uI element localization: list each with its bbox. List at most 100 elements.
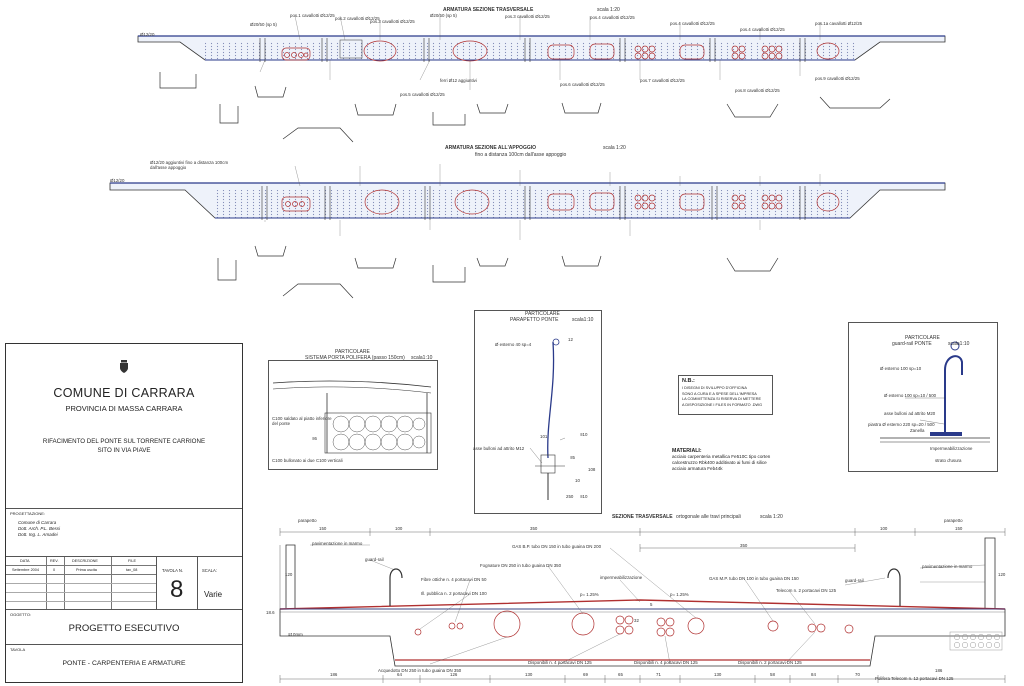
title-project2: SITO IN VIA PIAVE <box>97 447 151 454</box>
detail-parapetto-dim: 108 <box>588 467 596 472</box>
section-top-label: Ø20/50 (sp 5) <box>250 22 277 27</box>
detail-guardrail-title2: guard-rail PONTE <box>892 341 932 347</box>
dim-bottom: 69 <box>583 672 588 677</box>
bottom-label-right: guard-rail <box>845 578 864 583</box>
col-data: DATA <box>20 559 30 563</box>
materials-line: calcestruzzo Rbk400 additivato ai fumi d… <box>672 460 767 465</box>
bottom-label-left: guard-rail <box>365 557 384 562</box>
detail-parapetto-title1: PARTICOLARE <box>525 311 560 317</box>
val-file: tav_08 <box>126 568 138 572</box>
detail-parapetto-dim: 250 <box>566 494 574 499</box>
section-top-label: pos.8 cavallotti Ø12/25 <box>735 88 780 93</box>
nb-box: N.B.: I DISEGNI DI SVILUPPO D'OFFICINA S… <box>678 375 773 415</box>
revision-table: DATA REV. DESCRIZIONE FILE Settembre 200… <box>6 557 157 609</box>
detail-parapetto-frame <box>474 310 602 514</box>
nb-line: LA COMMITTENZA SI RISERVA DI METTERE <box>682 397 761 401</box>
section-top-title: ARMATURA SEZIONE TRASVERSALE <box>443 7 534 13</box>
bottom-label-left: parapetto <box>298 518 317 523</box>
scala-label: SCALA: <box>202 568 217 573</box>
dim-bottom: 126 <box>450 672 458 677</box>
section-bottom-drawing <box>279 528 1006 683</box>
title-project1: RIFACIMENTO DEL PONTE SUL TORRENTE CARRI… <box>42 438 206 445</box>
detail-guardrail-label: piastra Ø esterno 220 sp=20 / 500 <box>868 422 935 427</box>
dim-right: 120 <box>998 572 1006 577</box>
detail-guardrail-label: Impermeabilizzazione <box>930 446 973 451</box>
utility-bottom-label: Disponibili n. 4 portacavi DN 125 <box>634 660 698 665</box>
col-file: FILE <box>128 559 137 563</box>
materials-line: acciaio carpenteria metallica Fe510C tip… <box>672 454 771 459</box>
detail-parapetto-scale: scala1:10 <box>572 317 594 323</box>
tavola-title-label: TAVOLA <box>10 647 26 652</box>
section-support-scale: scala 1:20 <box>603 145 626 151</box>
progettazione-line: Dott. Ing. L. Amadei <box>18 532 58 537</box>
detail-parapetto-label2: asse bulloni ad attrito M12 <box>473 446 525 451</box>
section-bottom-subtitle: ortogonale alle travi principali <box>676 514 741 520</box>
detail-porta-title2: SISTEMA PORTA POLIFERA (passo 150cm) <box>305 355 405 361</box>
section-top-drawing <box>137 15 946 143</box>
utility-bottom-label: Disponibili n. 4 portacavi DN 125 <box>528 660 592 665</box>
section-top-label: pos.2 cavallotti Ø12/25 <box>335 16 380 21</box>
guardrail-drawing <box>880 341 990 443</box>
bottom-label-left: pavimentazione in marmo <box>312 541 363 546</box>
utility-label: impermeabilizzazione <box>600 575 643 580</box>
section-top-label: pos.4 cavallotti Ø12/25 <box>670 21 715 26</box>
section-top-label: pos.1a cavallotti Ø12/25 <box>815 21 863 26</box>
dim-bottom: 84 <box>811 672 816 677</box>
dim-top: 350 <box>530 526 538 531</box>
dim-left: 18.6 <box>266 610 275 615</box>
detail-guardrail-title1: PARTICOLARE <box>905 335 940 341</box>
title-province: PROVINCIA DI MASSA CARRARA <box>65 404 183 413</box>
thickness-label: ≡10mm <box>288 632 303 637</box>
detail-parapetto-dim: 12 <box>568 337 573 342</box>
parapetto-drawing <box>529 338 566 500</box>
tavola-label: TAVOLA N. <box>162 568 184 573</box>
section-top-label: Ø20/50 (sp 5) <box>430 13 457 18</box>
dim-mid: 350 <box>740 543 748 548</box>
section-bottom-title: SEZIONE TRASVERSALE <box>612 514 673 520</box>
dim-top: 100 <box>880 526 888 531</box>
progettazione-label: PROGETTAZIONE: <box>10 511 46 516</box>
detail-porta-label2: C100 bullonato ai due C100 verticali <box>272 458 343 463</box>
detail-parapetto-dim: 101 <box>540 434 548 439</box>
detail-porta-dim: ≡6 <box>312 436 318 441</box>
detail-guardrail-label: Zanella <box>910 428 925 433</box>
section-support-left-dim: Ø12/20 <box>110 178 125 183</box>
nb-line: I DISEGNI DI SVILUPPO D'OFFICINA <box>682 386 747 390</box>
utility-label: Telecom n. 2 portacavi DN 125 <box>776 588 837 593</box>
detail-guardrail-label: Ø esterno 100 sp=10 / 500 <box>884 393 937 398</box>
dim-bottom: 130 <box>525 672 533 677</box>
bottom-label-right: pavimentazione in marmo <box>922 564 973 569</box>
detail-porta-title1: PARTICOLARE <box>335 349 370 355</box>
val-desc: Prima uscita <box>76 568 97 572</box>
detail-parapetto-dim: ≡5 <box>570 455 576 460</box>
dim-bottom: 65 <box>618 672 623 677</box>
utility-bottom-label: Acquedotto DN 250 in tubo guaina DN 350 <box>378 668 462 673</box>
tavola-number: 8 <box>170 576 184 603</box>
utility-label: Fognature DN 250 in tubo guaina DN 350 <box>480 563 562 568</box>
mid-dim: 5 <box>650 602 653 607</box>
col-rev: REV. <box>50 559 59 563</box>
detail-porta-frame <box>268 360 438 470</box>
telecom-note: Polifera Telecom n. 12 portacavi DN 125 <box>875 676 954 681</box>
section-top-label: pos.9 cavallotti Ø12/25 <box>815 76 860 81</box>
detail-porta-scale: scala1:10 <box>411 355 433 361</box>
oggetto-label: OGGETTO: <box>10 612 32 617</box>
utility-label: Fibre ottiche n. 4 portacavi DN 50 <box>421 577 487 582</box>
dim-left: 120 <box>285 572 293 577</box>
section-top-left-dim: Ø12/20 <box>140 32 155 37</box>
utility-label: GAS M.P. tubo DN 100 in tubo guaina DN 1… <box>709 576 799 581</box>
dim-bottom: 130 <box>714 672 722 677</box>
detail-porta-label1: C100 saldato al piatto inferiore del pon… <box>272 416 332 426</box>
nb-title: N.B.: <box>682 378 695 384</box>
porta-drawing <box>272 380 432 454</box>
title-block: COMUNE DI CARRARA PROVINCIA DI MASSA CAR… <box>5 343 243 683</box>
dim-bottom: 186 <box>935 668 943 673</box>
detail-parapetto-dim: ≡10 <box>580 432 588 437</box>
utility-label: GAS B.P. tubo DN 150 in tubo guaina DN 2… <box>512 544 602 549</box>
progettazione-line: Dott. Arch. P.L. Bessi <box>18 526 61 531</box>
val-data: Settembre 2004 <box>12 568 40 572</box>
section-top-label: ferri Ø12 aggiuntivi <box>440 78 477 83</box>
detail-guardrail-scale: scala1:10 <box>948 341 970 347</box>
dim-bottom: 70 <box>855 672 860 677</box>
section-top-label: pos.5 cavallotti Ø12/25 <box>400 92 445 97</box>
